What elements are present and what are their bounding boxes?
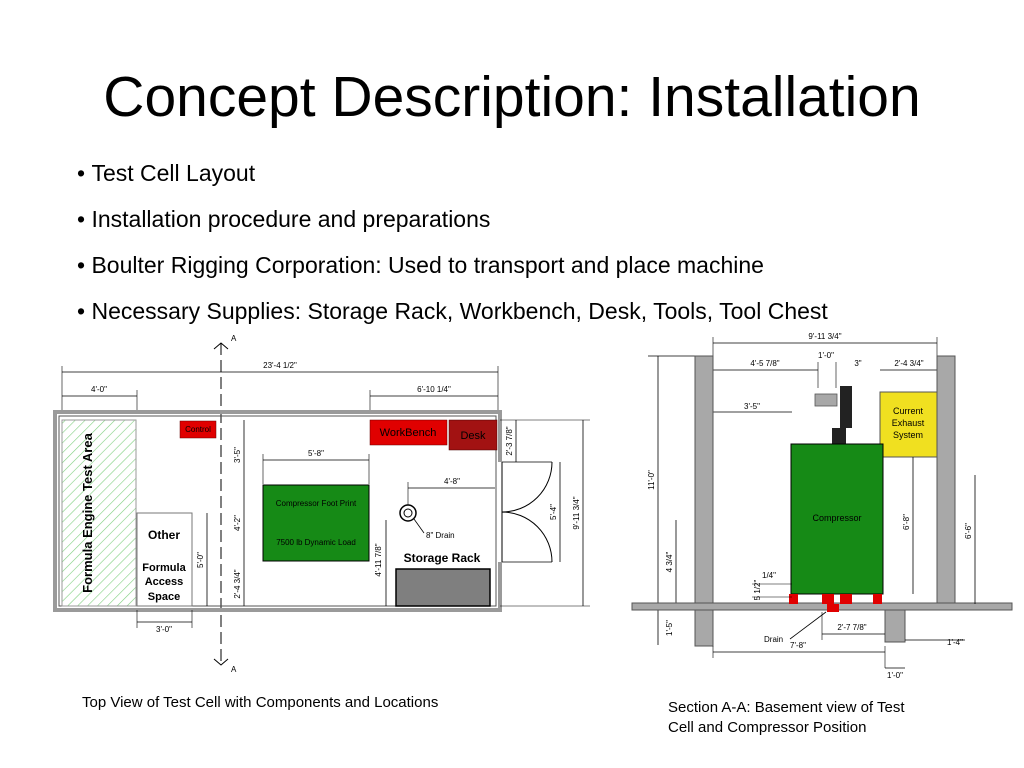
mount-pad — [873, 594, 882, 604]
cell-depth-label: 9'-11 3/4" — [572, 496, 581, 529]
control-label: Control — [185, 425, 211, 434]
bullet-item: Test Cell Layout — [77, 150, 828, 196]
section-wall-right — [936, 355, 956, 607]
other-height-label: 5'-0" — [196, 552, 205, 568]
bullet-item: Boulter Rigging Corporation: Used to tra… — [77, 242, 828, 288]
caption-line: Cell and Compressor Position — [668, 719, 867, 736]
section-arrow-icon — [213, 342, 229, 350]
footprint-top-label: 4'-2" — [233, 515, 242, 531]
rack-height-label: 4'-11 7/8" — [374, 543, 383, 576]
compressor-width-label: 2'-7 7/8" — [837, 623, 866, 632]
footprint-bottom-label: 2'-4 3/4" — [233, 569, 242, 598]
control-offset-label: 3'-5" — [233, 447, 242, 463]
section-arrow-icon — [213, 658, 229, 666]
footing-right-label: 1'-4" — [947, 638, 963, 647]
storage-rack — [395, 568, 491, 607]
exhaust-stack — [832, 386, 852, 446]
compressor-height-label: 6'-8" — [902, 514, 911, 530]
pipe-offset-label: 3'-5" — [744, 402, 760, 411]
load-label: 7500 lb Dynamic Load — [276, 538, 356, 547]
access-space-label: Other — [148, 528, 180, 542]
left-lower-label: 4 3/4" — [665, 552, 674, 573]
section-width-label: 9'-11 3/4" — [808, 332, 841, 341]
door-width-label: 5'-4" — [549, 504, 558, 520]
footing-base-label: 1'-0" — [887, 671, 903, 680]
other-width-label: 3'-0" — [156, 625, 172, 634]
access-space-label: Space — [148, 591, 180, 603]
section-wall-left — [694, 355, 714, 647]
caption-line: Section A-A: Basement view of Test — [668, 699, 905, 716]
top-view-caption: Top View of Test Cell with Components an… — [82, 694, 439, 711]
cell-wall-inner — [58, 415, 497, 607]
door-swing — [501, 461, 553, 513]
room-height-label: 11'-0" — [647, 470, 656, 490]
floor-width-label: 7'-8" — [790, 641, 806, 650]
workbench — [369, 419, 448, 446]
access-space-area — [136, 512, 193, 607]
pad-height-label: 5 1/2" — [753, 580, 762, 601]
compressor-unit — [790, 443, 884, 595]
engine-test-area — [61, 419, 137, 607]
desk-depth-label: 2'-3 7/8" — [505, 426, 514, 455]
section-marker-top: A — [231, 334, 237, 343]
top-view-diagram: A A 23'-4 1/2" 4'-0" 6'-10 1/4" Formula … — [53, 334, 590, 674]
bullet-list: Test Cell Layout Installation procedure … — [77, 150, 828, 334]
door-swing — [501, 511, 553, 563]
compressor-footprint — [262, 484, 370, 562]
left-span-label: 4'-0" — [91, 385, 107, 394]
section-marker-bottom: A — [231, 665, 237, 674]
exhaust-label: Current — [893, 406, 924, 416]
floor-slab — [631, 602, 1013, 611]
bullet-item: Necessary Supplies: Storage Rack, Workbe… — [77, 288, 827, 334]
floor-drain-icon — [399, 504, 417, 522]
compressor-label: Compressor — [812, 513, 861, 523]
mount-pad — [789, 594, 798, 604]
quarter-label: 1/4" — [762, 571, 776, 580]
access-space-label: Access — [145, 576, 184, 588]
section-view-caption: Section A-A: Basement view of Test Cell … — [668, 698, 968, 738]
right-span-label: 6'-10 1/4" — [417, 385, 451, 394]
drain-offset-label: 4'-8" — [444, 477, 460, 486]
overall-width-label: 23'-4 1/2" — [263, 361, 297, 370]
stack-gap-label: 3" — [854, 359, 861, 368]
door-opening — [497, 462, 505, 562]
workbench-label: WorkBench — [380, 427, 437, 439]
leader-line — [413, 518, 425, 534]
right-height-label: 6'-6" — [964, 523, 973, 539]
pipe-elbow — [814, 393, 838, 407]
leader-line — [789, 611, 827, 640]
exhaust-width-label: 2'-4 3/4" — [894, 359, 923, 368]
drain-label: Drain — [764, 635, 783, 644]
mount-pad — [827, 604, 839, 612]
left-offset-label: 4'-5 7/8" — [750, 359, 779, 368]
bullet-item: Installation procedure and preparations — [77, 196, 828, 242]
exhaust-system — [879, 391, 938, 458]
footprint-width-label: 5'-8" — [308, 449, 324, 458]
exhaust-label: Exhaust — [892, 418, 925, 428]
control-unit — [179, 420, 217, 439]
engine-area-label: Formula Engine Test Area — [80, 432, 95, 592]
footprint-label: Compressor Foot Print — [276, 499, 357, 508]
footing-left-label: 1'-5" — [665, 620, 674, 636]
access-space-label: Formula — [142, 562, 186, 574]
drain-label: 8" Drain — [426, 531, 455, 540]
floor-drain-icon — [403, 508, 413, 518]
mount-pad — [822, 594, 834, 604]
footing — [884, 609, 906, 643]
slide-title: Concept Description: Installation — [103, 65, 921, 129]
stack-width-label: 1'-0" — [818, 351, 834, 360]
section-view-diagram: 9'-11 3/4" 4'-5 7/8" 1'-0" 3" 2'-4 3/4" … — [631, 332, 1013, 680]
desk — [448, 419, 498, 451]
storage-rack-label: Storage Rack — [404, 551, 481, 565]
exhaust-label: System — [893, 430, 923, 440]
desk-label: Desk — [460, 430, 486, 442]
mount-pad — [840, 594, 852, 604]
